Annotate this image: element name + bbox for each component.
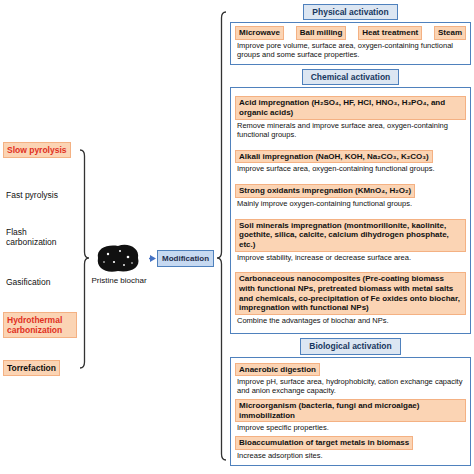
brace: [80, 150, 89, 368]
section-panel: Anaerobic digestionImprove pH, surface a…: [230, 357, 471, 466]
method-box: Alkali impregnation (NaOH, KOH, Na₂CO₃, …: [235, 150, 433, 164]
modification-label: Modification: [162, 254, 209, 263]
method-label: Fast pyrolysis: [3, 188, 61, 202]
item-group: Microorganism (bacteria, fungi and micro…: [235, 397, 466, 434]
biochar-node: Pristine biochar: [90, 242, 148, 285]
method-box: Carbonaceous nanocomposites (Pre-coating…: [235, 272, 466, 314]
method-box: Strong oxidants impregnation (KMnO₄, H₂O…: [235, 184, 415, 198]
method-name: Bioaccumulation of target metals in biom…: [239, 438, 409, 448]
method-name: Soil minerals impregnation (montmorillon…: [239, 221, 462, 250]
brace: [217, 12, 226, 460]
biochar-illustration: [94, 242, 142, 274]
method-name: Heat treatment: [362, 28, 418, 38]
method-name: Ball milling: [300, 28, 343, 38]
method-name: Strong oxidants impregnation (KMnO₄, H₂O…: [239, 186, 411, 196]
panel-column: Physical activationMicrowave Ball milling…: [230, 4, 471, 466]
section-header: Chemical activation: [302, 69, 400, 85]
item-group: Bioaccumulation of target metals in biom…: [235, 434, 466, 462]
section-title: Biological activation: [309, 341, 391, 351]
item-group: Anaerobic digestionImprove pH, surface a…: [235, 361, 466, 398]
method-name: Alkali impregnation (NaOH, KOH, Na₂CO₃, …: [239, 152, 429, 162]
effect-text: Improve specific properties.: [237, 423, 466, 432]
method-name: Carbonaceous nanocomposites (Pre-coating…: [239, 274, 462, 312]
method-box: Steam: [434, 26, 466, 40]
method-name: Torrefaction: [7, 363, 56, 373]
section-panel: Acid impregnation (H₂SO₄, HF, HCl, HNO₃,…: [230, 87, 471, 334]
method-box: Ball milling: [296, 26, 347, 40]
method-name: Acid impregnation (H₂SO₄, HF, HCl, HNO₃,…: [239, 98, 462, 117]
method-box: Heat treatment: [358, 26, 422, 40]
effect-text: Remove minerals and improve surface area…: [237, 121, 466, 139]
modification-box: Modification: [157, 250, 214, 267]
section-panel: Microwave Ball milling Heat treatment Steam…: [230, 22, 471, 65]
section-title: Physical activation: [312, 7, 388, 17]
effect-text: Improve pore volume, surface area, oxyge…: [237, 41, 466, 59]
method-box: Anaerobic digestion: [235, 363, 320, 377]
effect-text: Combine the advantages of biochar and NP…: [237, 316, 466, 325]
item-group: Acid impregnation (H₂SO₄, HF, HCl, HNO₃,…: [235, 94, 466, 140]
method-label: Flash carbonization: [3, 225, 77, 249]
biochar-label: Pristine biochar: [90, 276, 148, 285]
effect-text: Improve pH, surface area, hydrophobicity…: [237, 377, 466, 395]
method-label: Gasification: [3, 275, 53, 289]
method-box: Acid impregnation (H₂SO₄, HF, HCl, HNO₃,…: [235, 96, 466, 119]
arrow-connector: [149, 255, 156, 262]
item-group: Strong oxidants impregnation (KMnO₄, H₂O…: [235, 182, 466, 210]
method-box: Torrefaction: [3, 360, 60, 376]
effect-text: Mainly improve oxygen-containing functio…: [237, 199, 466, 208]
method-name: Anaerobic digestion: [239, 365, 316, 375]
effect-text: Improve surface area, oxygen-containing …: [237, 164, 466, 173]
method-name: Microwave: [239, 28, 280, 38]
method-name: Slow pyrolysis: [7, 145, 67, 155]
item-group: Soil minerals impregnation (montmorillon…: [235, 217, 466, 264]
method-box: Bioaccumulation of target metals in biom…: [235, 436, 413, 450]
method-name: Steam: [438, 28, 462, 38]
method-box: Hydrothermal carbonization: [3, 312, 77, 338]
method-name: Hydrothermal carbonization: [7, 315, 73, 335]
effect-text: Increase adsorption sites.: [237, 451, 466, 460]
box-row: Microwave Ball milling Heat treatment Steam: [235, 26, 466, 40]
section-header: Biological activation: [300, 338, 400, 354]
section-header: Physical activation: [303, 4, 397, 20]
section-title: Chemical activation: [311, 72, 391, 82]
method-box: Slow pyrolysis: [3, 142, 71, 158]
method-box: Soil minerals impregnation (montmorillon…: [235, 219, 466, 252]
method-box: Microwave: [235, 26, 284, 40]
method-box: Microorganism (bacteria, fungi and micro…: [235, 399, 466, 422]
method-name: Microorganism (bacteria, fungi and micro…: [239, 401, 462, 420]
item-group: Carbonaceous nanocomposites (Pre-coating…: [235, 270, 466, 326]
effect-text: Improve stability, increase or decrease …: [237, 253, 466, 262]
item-group: Alkali impregnation (NaOH, KOH, Na₂CO₃, …: [235, 148, 466, 176]
